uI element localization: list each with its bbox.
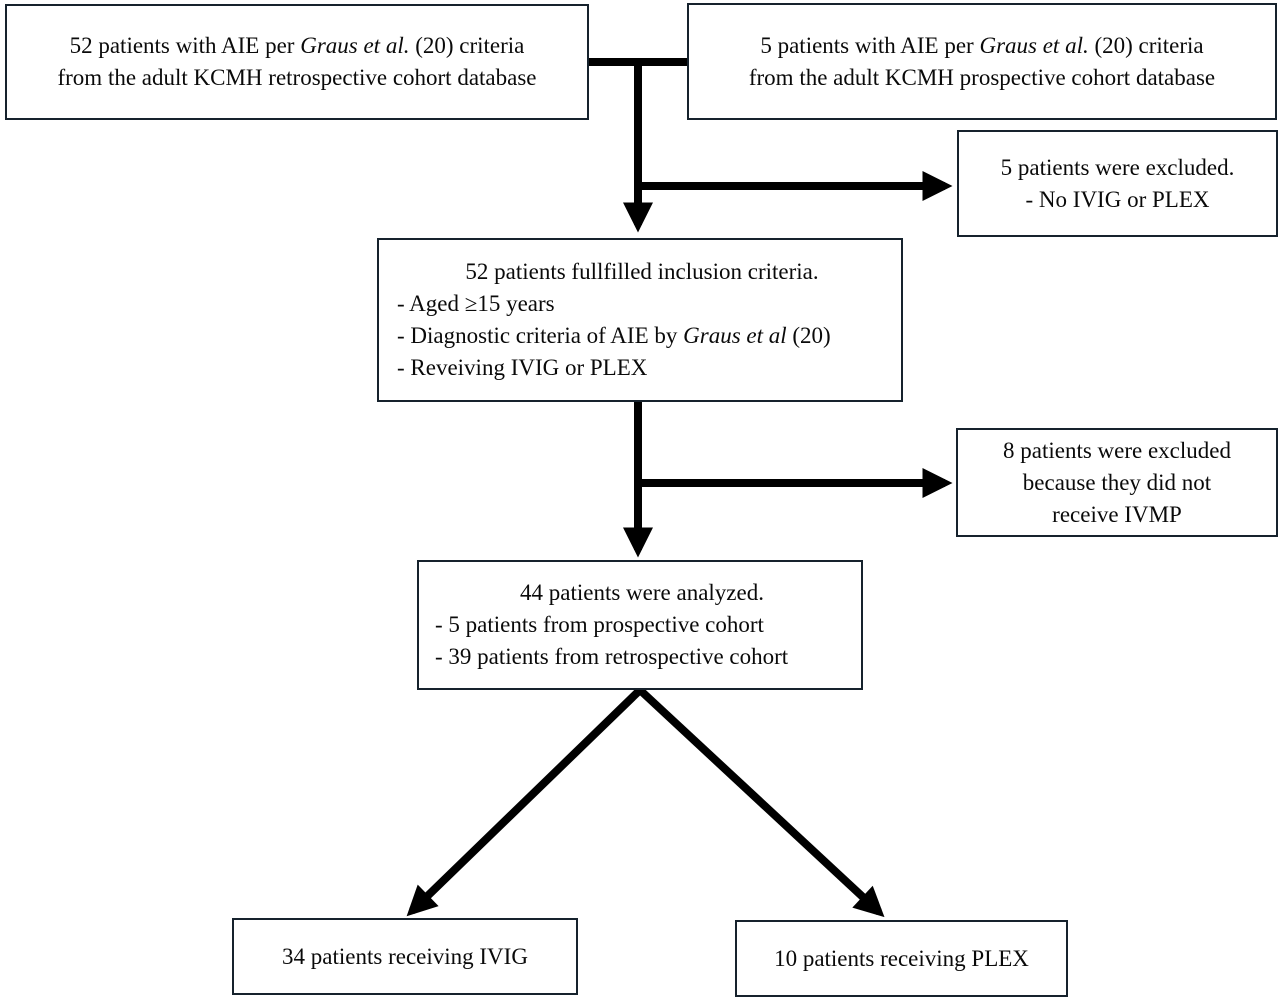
prospective-line2: from the adult KCMH prospective cohort d…	[748, 64, 1216, 90]
retrospective-line1-suffix: (20) criteria	[409, 33, 525, 58]
box-prospective-cohort: 5 patients with AIE per Graus et al. (20…	[687, 3, 1277, 120]
excluded2-line2: because they did not	[1022, 469, 1212, 495]
box-inclusion-criteria: 52 patients fullfilled inclusion criteri…	[377, 238, 903, 402]
inclusion-title: 52 patients fullfilled inclusion criteri…	[465, 259, 819, 284]
prospective-line1: 5 patients with AIE per Graus et al. (20…	[689, 30, 1275, 62]
analyzed-bullet-retrospective: - 39 patients from retrospective cohort	[435, 644, 789, 669]
citation-graus: Graus et al.	[300, 33, 410, 58]
inclusion-bullet-criteria-suffix: (20)	[786, 323, 831, 348]
box-receiving-ivig: 34 patients receiving IVIG	[232, 918, 578, 995]
plex-label: 10 patients receiving PLEX	[774, 945, 1029, 971]
inclusion-bullet-criteria-text: - Diagnostic criteria of AIE by	[397, 323, 684, 348]
box-excluded-no-ivig-plex: 5 patients were excluded. - No IVIG or P…	[957, 130, 1278, 237]
excluded1-line2: - No IVIG or PLEX	[1025, 186, 1210, 212]
prospective-line1-text: 5 patients with AIE per	[760, 32, 980, 58]
box-excluded-no-ivmp: 8 patients were excluded because they di…	[956, 428, 1278, 537]
excluded1-line1: 5 patients were excluded.	[1000, 154, 1235, 180]
citation-graus: Graus et al.	[979, 32, 1089, 58]
box-retrospective-cohort: 52 patients with AIE per Graus et al. (2…	[5, 4, 589, 120]
retrospective-line1: 52 patients with AIE per Graus et al. (2…	[7, 30, 587, 62]
box-analyzed: 44 patients were analyzed. - 5 patients …	[417, 560, 863, 690]
ivig-label: 34 patients receiving IVIG	[282, 943, 528, 969]
prospective-line1-suffix: (20) criteria	[1088, 32, 1204, 58]
analyzed-bullet-prospective: - 5 patients from prospective cohort	[435, 612, 764, 637]
inclusion-bullet-age: - Aged ≥15 years	[397, 291, 555, 316]
citation-graus: Graus et al	[683, 323, 787, 348]
analyzed-title: 44 patients were analyzed.	[520, 580, 764, 605]
excluded2-line3: receive IVMP	[1052, 501, 1182, 527]
excluded2-line1: 8 patients were excluded	[1003, 437, 1231, 463]
arrow-to-plex	[637, 687, 885, 918]
inclusion-bullet-treatment: - Reveiving IVIG or PLEX	[397, 355, 648, 380]
retrospective-line2: from the adult KCMH retrospective cohort…	[57, 65, 537, 90]
box-receiving-plex: 10 patients receiving PLEX	[735, 920, 1068, 997]
arrow-to-ivig	[406, 687, 643, 917]
retrospective-line1-text: 52 patients with AIE per	[69, 33, 301, 58]
inclusion-bullet-criteria: - Diagnostic criteria of AIE by Graus et…	[397, 320, 887, 352]
